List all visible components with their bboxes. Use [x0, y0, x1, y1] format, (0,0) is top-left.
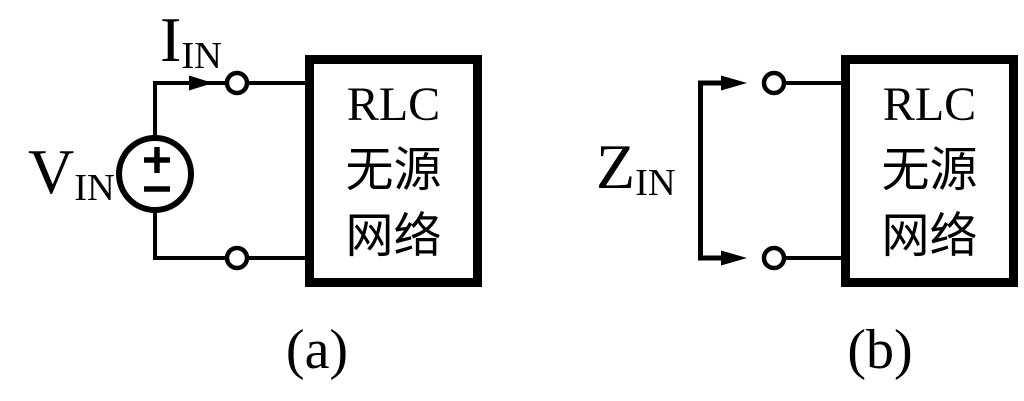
current-label-sub: IN: [181, 34, 222, 77]
plus-icon: [144, 147, 170, 173]
caption-b: (b): [847, 319, 913, 381]
impedance-arrow-bottom-icon: [721, 250, 747, 266]
voltage-label-sub: IN: [74, 166, 115, 209]
terminal-bottom-b-icon: [761, 245, 787, 271]
impedance-label-sub: IN: [635, 161, 676, 204]
terminal-top-a-icon: [224, 70, 250, 96]
network-box-b-text: RLC 无源 网络: [841, 59, 1018, 283]
network-box-a-outline: [305, 55, 482, 287]
voltage-label: VIN: [28, 140, 115, 209]
wire-bottom-a: [153, 207, 226, 260]
current-arrow-icon: [189, 75, 213, 91]
wire-top-a: [153, 81, 226, 141]
network-box-a-line3: 网络: [345, 210, 442, 263]
current-label: IIN: [160, 8, 222, 77]
impedance-label: ZIN: [596, 135, 676, 204]
network-box-b-outline: [841, 55, 1018, 287]
caption-a: (a): [285, 319, 349, 381]
network-box-a-line2: 无源: [345, 144, 442, 197]
impedance-arrow-top-icon: [721, 75, 747, 91]
network-box-b-line3: 网络: [881, 210, 978, 263]
terminal-top-b-icon: [761, 70, 787, 96]
network-box-b-line1: RLC: [882, 78, 977, 131]
terminal-bottom-a-icon: [224, 245, 250, 271]
impedance-bracket: [698, 80, 723, 261]
network-box-b-line2: 无源: [881, 144, 978, 197]
network-box-a-text: RLC 无源 网络: [305, 59, 482, 283]
network-box-a-line1: RLC: [346, 78, 441, 131]
figure-b-circuit: [698, 55, 1018, 287]
voltage-label-main: V: [28, 136, 75, 207]
current-label-main: I: [160, 4, 182, 75]
impedance-label-main: Z: [596, 131, 636, 202]
figure-a-circuit: [116, 55, 482, 287]
